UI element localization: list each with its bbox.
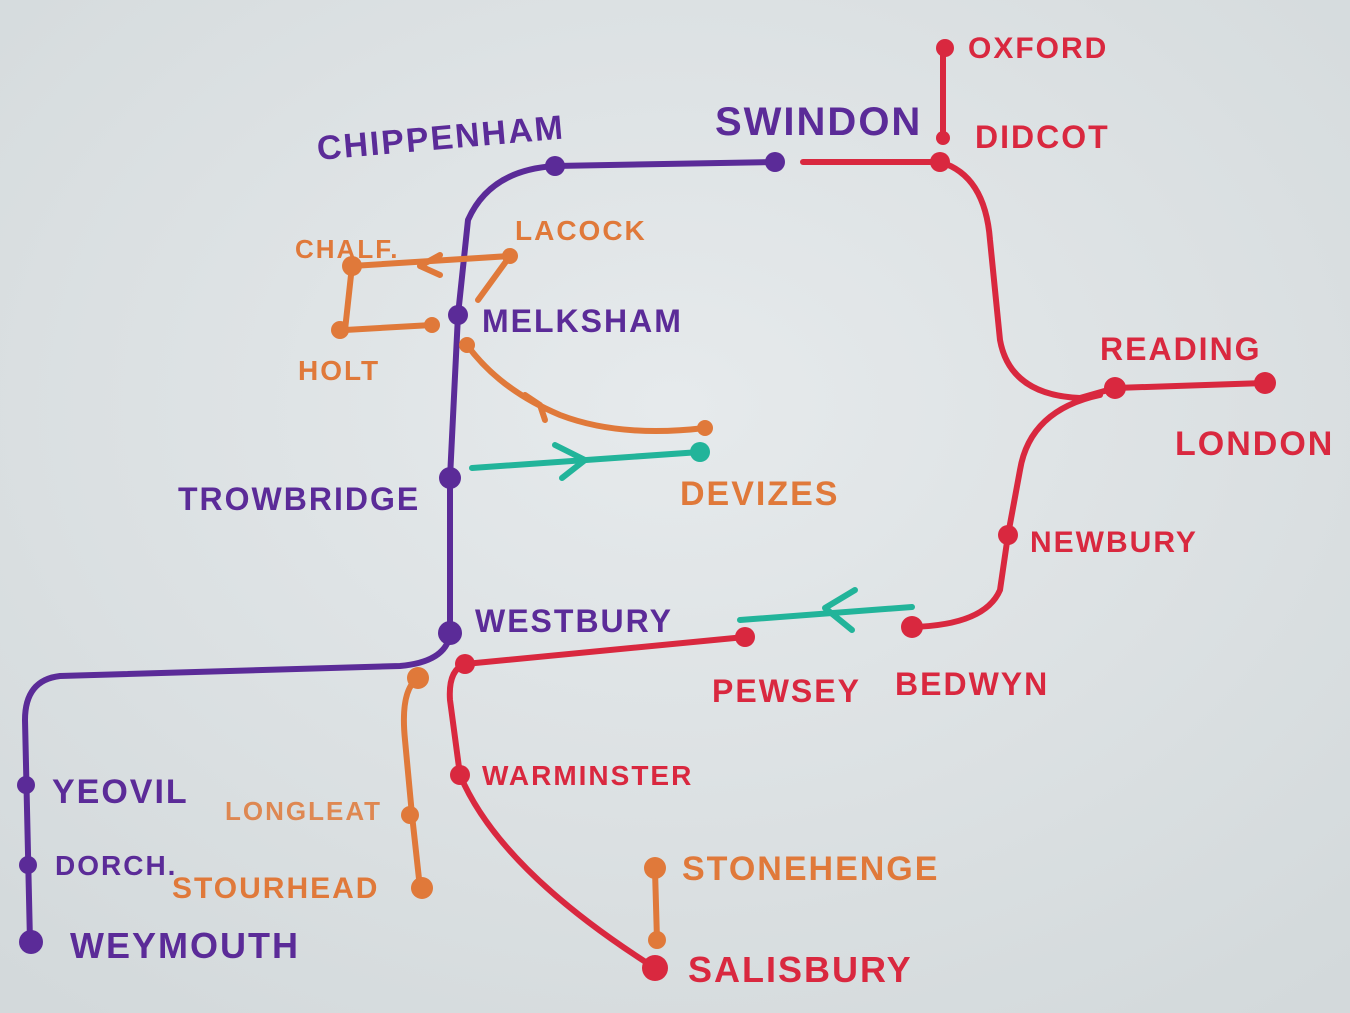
station-salisbury-orange-dot (648, 931, 666, 949)
purple-stations (17, 152, 785, 954)
station-westbury-orange-dot (407, 667, 429, 689)
label-pewsey: PEWSEY (712, 673, 861, 709)
station-holt-dot (331, 321, 349, 339)
label-lacock: LACOCK (515, 215, 647, 246)
station-labels: OXFORD DIDCOT SWINDON CHIPPENHAM LACOCK … (52, 32, 1334, 990)
red-line (446, 47, 1268, 971)
label-stonehenge: STONEHENGE (682, 850, 939, 888)
station-reading-dot (1104, 377, 1126, 399)
red-stations (450, 39, 1276, 981)
label-weymouth: WEYMOUTH (70, 925, 300, 966)
station-westbury-red-dot (455, 654, 475, 674)
label-holt: HOLT (298, 355, 380, 386)
label-dorch: DORCH. (55, 850, 177, 881)
station-melksham-dot (448, 305, 468, 325)
station-bedwyn-dot (901, 616, 923, 638)
station-didcot-end-dot (936, 131, 950, 145)
label-yeovil: YEOVIL (52, 773, 189, 811)
label-swindon: SWINDON (715, 100, 922, 144)
orange-stations (331, 248, 713, 949)
station-longleat-dot (401, 806, 419, 824)
label-longleat: LONGLEAT (225, 796, 382, 826)
station-warminster-dot (450, 765, 470, 785)
label-devizes: DEVIZES (680, 475, 839, 513)
label-melksham: MELKSHAM (482, 303, 683, 339)
station-weymouth-dot (19, 930, 43, 954)
label-warminster: WARMINSTER (482, 760, 693, 791)
station-lacock-dot (502, 248, 518, 264)
station-newbury-dot (998, 525, 1018, 545)
station-chalf-dot (342, 256, 362, 276)
label-salisbury: SALISBURY (688, 949, 913, 990)
label-trowbridge: TROWBRIDGE (178, 481, 420, 517)
station-stonehenge-dot (644, 857, 666, 879)
label-reading: READING (1100, 331, 1262, 367)
station-london-dot (1254, 372, 1276, 394)
station-yeovil-dot (17, 776, 35, 794)
station-westbury-dot (438, 621, 462, 645)
station-didcot-dot (930, 152, 950, 172)
station-dorch-dot (19, 856, 37, 874)
station-oxford-dot (936, 39, 954, 57)
station-devizes-orange-dot (697, 420, 713, 436)
station-melksham-orange-dot (459, 337, 475, 353)
station-trowbridge-dot (439, 467, 461, 489)
station-pewsey-dot (735, 627, 755, 647)
label-london: LONDON (1175, 425, 1334, 463)
station-devizes-dot (690, 442, 710, 462)
label-westbury: WESTBURY (475, 603, 673, 639)
station-chippenham-dot (545, 156, 565, 176)
label-stourhead: STOURHEAD (172, 872, 379, 905)
station-swindon-dot (765, 152, 785, 172)
label-didcot: DIDCOT (975, 119, 1110, 155)
station-holt-end-dot (424, 317, 440, 333)
purple-line (22, 159, 778, 945)
station-stourhead-dot (411, 877, 433, 899)
label-newbury: NEWBURY (1030, 526, 1198, 559)
label-bedwyn: BEDWYN (895, 666, 1049, 702)
label-oxford: OXFORD (968, 32, 1108, 65)
label-chalf: CHALF. (295, 234, 399, 264)
teal-arrows (469, 442, 915, 633)
station-salisbury-dot (642, 955, 668, 981)
